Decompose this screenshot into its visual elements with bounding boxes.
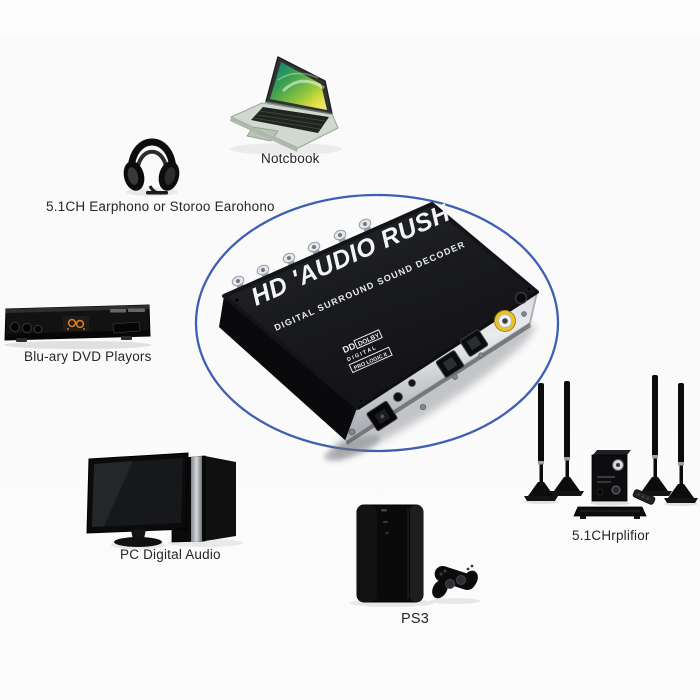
device-left-face	[219, 296, 358, 441]
bluray-brand-mark	[110, 309, 126, 313]
label-earphone: 5.1CH Earphono or Storoo Earohono	[46, 199, 275, 214]
pc-tower-trim	[191, 456, 202, 542]
screw	[478, 352, 484, 358]
bluray-knob	[10, 322, 20, 332]
pc-monitor-base	[114, 537, 162, 547]
decoder-device: DD DOLBY D I G I T A L PRO LOGIC II HD '…	[219, 199, 539, 461]
bluray-tray-button	[112, 321, 141, 334]
remote-icon	[632, 489, 656, 505]
rca-jack	[256, 264, 271, 282]
center-speaker-icon	[573, 506, 647, 519]
label-ps3: PS3	[401, 611, 430, 627]
tower-speaker	[550, 381, 584, 496]
audio-jack	[393, 392, 403, 402]
rca-jack	[282, 252, 297, 270]
headband-outer	[127, 138, 177, 176]
coaxial-rca-port	[494, 310, 516, 332]
subwoofer-icon	[590, 450, 631, 506]
notebook-icon	[230, 56, 342, 155]
ps3-controller-icon	[432, 564, 478, 599]
bluray-knob	[33, 324, 43, 334]
audio-jack	[408, 379, 416, 387]
speaker-system-icon	[524, 375, 698, 519]
dolby-digital-logo: DD DOLBY D I G I T A L PRO LOGIC II	[341, 329, 393, 374]
bluray-player-icon	[4, 304, 152, 349]
label-pc: PC Digital Audio	[120, 547, 221, 562]
ps3-disc-slot-strip	[410, 505, 423, 602]
ps3-icon	[350, 504, 480, 607]
tower-speaker	[664, 383, 698, 506]
rca-jack	[307, 241, 322, 259]
pc-tower-side	[205, 456, 236, 541]
headphones-icon	[123, 138, 180, 196]
bluray-knob	[22, 323, 32, 333]
headphone-jack-port	[514, 291, 528, 305]
rca-output-jacks	[231, 218, 373, 293]
label-notebook: Notcbook	[261, 151, 320, 166]
screw	[452, 374, 458, 380]
laptop-wallpaper	[270, 62, 327, 110]
screw	[348, 428, 356, 436]
label-bluray: Blu-ary DVD Playors	[24, 349, 152, 364]
screw	[521, 311, 527, 317]
tower-speaker	[638, 375, 672, 496]
pc-icon	[86, 452, 243, 550]
optical-port-1	[435, 350, 465, 378]
optical-port-2	[459, 329, 489, 357]
tower-speaker	[524, 383, 558, 504]
screw	[419, 403, 427, 411]
device-ports	[348, 291, 528, 436]
label-amplifier: 5.1CHrplifior	[572, 528, 650, 543]
highlight-circle	[194, 193, 560, 453]
dc-power-port	[366, 400, 398, 432]
